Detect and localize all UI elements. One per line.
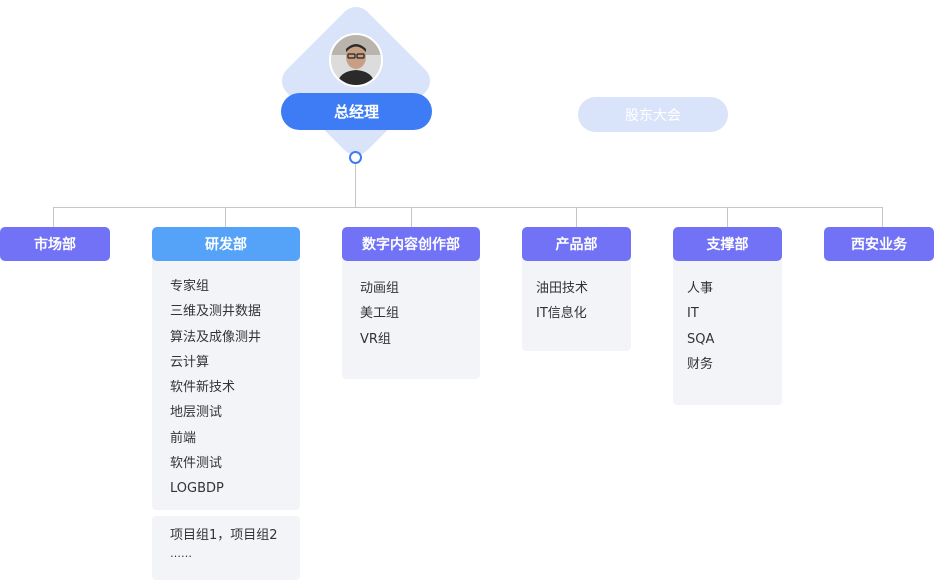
dept-xian[interactable]: 西安业务 [824,227,934,261]
list-item: 算法及成像测井 [170,329,262,345]
list-item: VR组 [360,331,391,347]
branch-connector-rnd [225,207,226,227]
dept-product[interactable]: 产品部 [522,227,631,261]
list-item: 软件测试 [170,456,223,472]
list-item: 云计算 [170,354,210,370]
list-item: IT信息化 [536,306,587,322]
ceo-vertical-connector [355,160,356,207]
list-item: 专家组 [170,279,210,294]
branch-connector-xian [882,207,883,227]
list-item: 软件新技术 [170,380,236,396]
branch-connector-product [576,207,577,227]
product-panel: 油田技术 IT信息化 [522,244,631,351]
person-photo-icon [331,35,381,85]
list-item: SQA [687,331,715,347]
dept-support[interactable]: 支撑部 [673,227,782,261]
branch-connector-support [727,207,728,227]
list-item: 美工组 [360,306,400,322]
support-panel: 人事 IT SQA 财务 [673,244,782,405]
avatar [329,33,383,87]
list-item: IT [687,306,699,322]
dept-rnd[interactable]: 研发部 [152,227,300,261]
list-item: 动画组 [360,281,400,296]
horizontal-connector [53,207,883,208]
rnd-project-panel: 项目组1，项目组2 …… [152,516,300,580]
connector-dot-icon [349,151,362,164]
list-item: 前端 [170,430,197,446]
list-item: 项目组1，项目组2 [170,528,278,543]
digital-panel: 动画组 美工组 VR组 [342,244,480,379]
list-item: …… [170,547,192,560]
list-item: 财务 [687,356,714,372]
list-item: 油田技术 [536,281,589,296]
branch-connector-digital [411,207,412,227]
shareholders-meeting-node[interactable]: 股东大会 [578,97,728,132]
rnd-panel: 专家组 三维及测井数据 算法及成像测井 云计算 软件新技术 地层测试 前端 软件… [152,244,300,510]
list-item: 人事 [687,281,714,296]
dept-digital-content[interactable]: 数字内容创作部 [342,227,480,261]
branch-connector-marketing [53,207,54,227]
list-item: LOGBDP [170,481,224,497]
dept-marketing[interactable]: 市场部 [0,227,110,261]
list-item: 三维及测井数据 [170,304,262,320]
list-item: 地层测试 [170,405,223,421]
ceo-node[interactable]: 总经理 [281,93,432,130]
